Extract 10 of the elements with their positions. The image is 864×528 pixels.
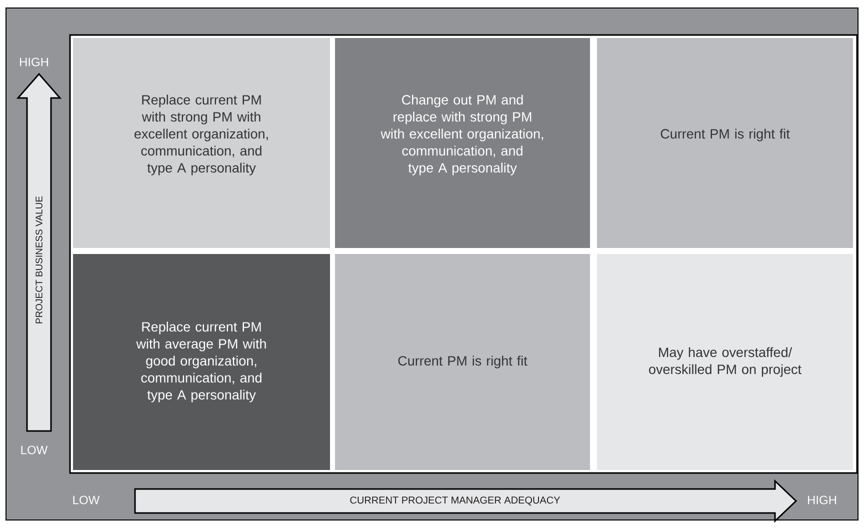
quadrant-cell: Current PM is right fit [335,254,590,470]
quadrant-cell: Change out PM and replace with strong PM with excellent organization, communication, and type A personality [335,38,590,248]
axis-label: HIGH [20,58,48,66]
axis-label: HIGH [808,496,836,504]
axis-label: LOW [21,446,48,454]
quadrant-cell: May have overstaffed/ overskilled PM on project [597,254,853,470]
quadrant-cell: Replace current PM with average PM with good organization, communication, and type A personality [73,254,330,470]
quadrant-cell: Current PM is right fit [597,38,853,248]
quadrant-cell: Replace current PM with strong PM with excellent organization, communication, and type A personality [73,38,330,248]
axis-label: LOW [73,496,100,504]
